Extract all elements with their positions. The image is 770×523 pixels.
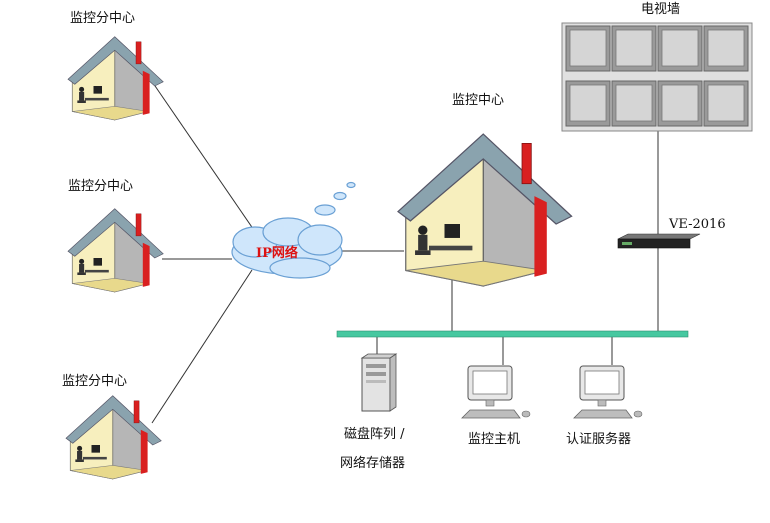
house-icon [397,133,573,287]
video-wall: 电视墙 [561,2,753,132]
house-icon [67,36,164,121]
ip-network-cloud: IP网络 [231,181,356,279]
branch-center-3-label: 监控分中心 [62,374,127,389]
storage-label-line2: 网络存储器 [340,455,405,471]
tv-screen [611,25,657,72]
storage-server: 磁盘阵列 / 网络存储器 [340,353,405,471]
branch-center-2-label: 监控分中心 [68,179,133,194]
monitor-icon [573,365,643,419]
decoder-device: VE-2016 [617,217,726,249]
branch-center-3: 监控分中心 [62,374,162,480]
decoder-label: VE-2016 [668,217,726,232]
storage-label-line1: 磁盘阵列 / [344,426,405,442]
branch-center-1: 监控分中心 [67,11,164,121]
cloud-label: IP网络 [256,245,298,261]
tv-screen [657,25,703,72]
main-center-label: 监控中心 [452,93,504,108]
decoder-icon [617,233,701,249]
tv-screen [565,25,611,72]
tv-screen [703,80,749,127]
auth-server: 认证服务器 [566,365,643,447]
tv-screen [657,80,703,127]
branch-center-1-label: 监控分中心 [70,11,135,26]
branch-center-2: 监控分中心 [67,179,164,293]
main-center: 监控中心 [397,93,573,287]
network-bus [336,330,689,338]
house-icon [67,208,164,293]
monitor-icon [461,365,531,419]
auth-server-label: 认证服务器 [566,431,631,447]
video-wall-label: 电视墙 [641,2,680,17]
server-icon [360,353,398,412]
tv-screen [611,80,657,127]
cloud-icon [231,181,356,279]
house-icon [65,395,162,480]
tv-screen [703,25,749,72]
monitor-host: 监控主机 [461,365,531,447]
monitor-host-label: 监控主机 [468,432,520,447]
connection-lines [151,82,659,424]
tv-screen [565,80,611,127]
